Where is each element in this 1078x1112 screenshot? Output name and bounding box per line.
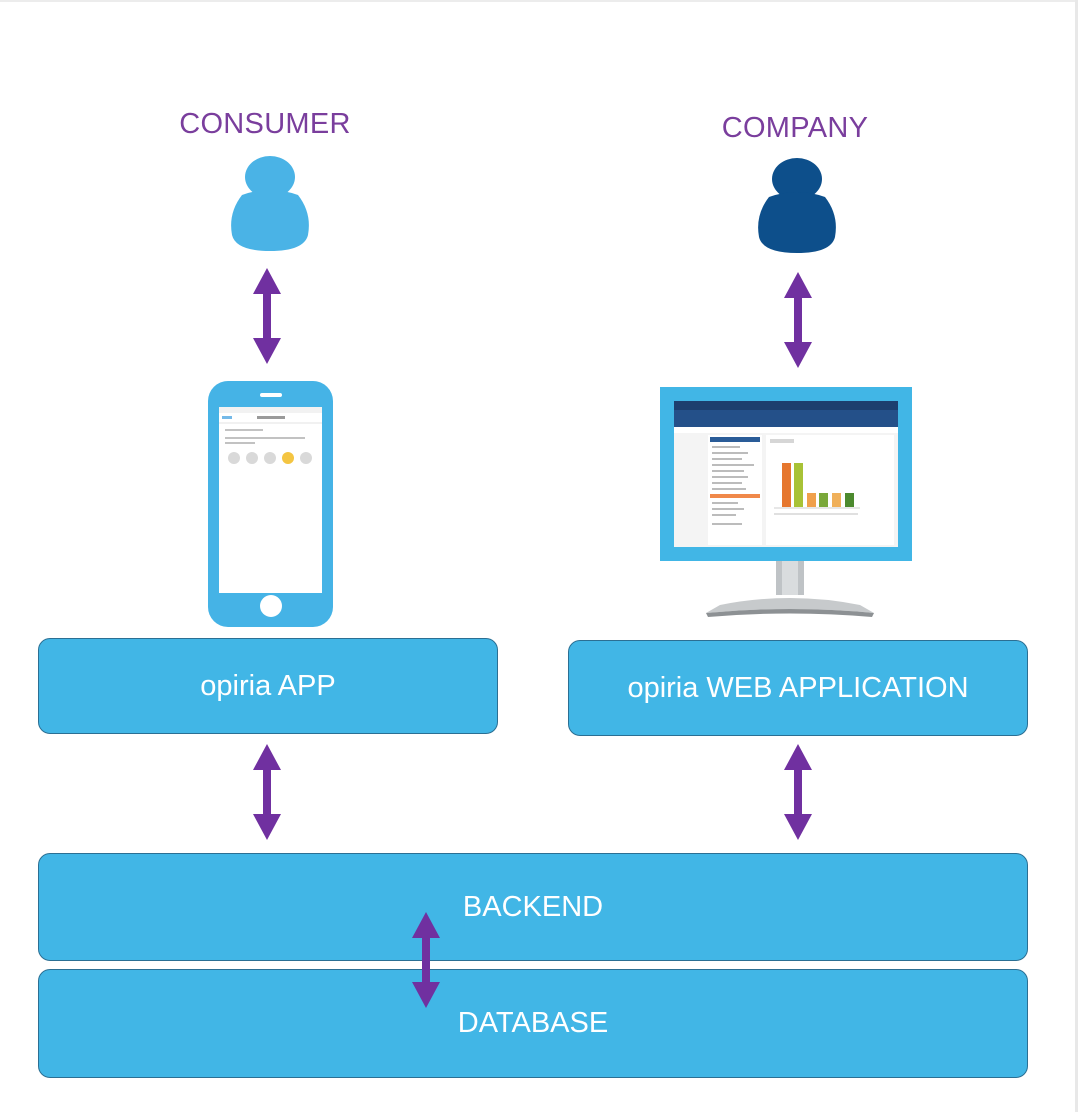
backend-label: BACKEND: [462, 890, 604, 923]
backend-box: BACKEND: [38, 853, 1028, 961]
opiria-web-application-box: opiria WEB APPLICATION: [568, 640, 1028, 736]
web-backend-arrow: [784, 744, 812, 840]
opiria-app-label: opiria APP: [200, 669, 336, 702]
backend-database-arrow: [412, 912, 440, 1008]
opiria-app-box: opiria APP: [38, 638, 498, 734]
app-backend-arrow: [253, 744, 281, 840]
monitor-stand: [706, 561, 874, 617]
phone-speaker: [260, 393, 282, 397]
right-border: [1075, 0, 1078, 1112]
smartphone-icon: [208, 381, 333, 627]
phone-screen: [219, 407, 322, 593]
company-web-arrow: [784, 272, 812, 368]
company-person-icon: [758, 158, 836, 253]
consumer-label: CONSUMER: [179, 108, 351, 140]
top-border: [0, 0, 1078, 2]
consumer-person-icon: [231, 156, 309, 251]
phone-home-button: [260, 595, 282, 617]
opiria-web-application-label: opiria WEB APPLICATION: [627, 671, 969, 704]
database-label: DATABASE: [457, 1007, 609, 1039]
company-label: COMPANY: [721, 112, 869, 144]
consumer-app-arrow: [253, 268, 281, 364]
desktop-monitor-icon: [660, 387, 912, 561]
monitor-screen: [674, 401, 898, 547]
database-box: DATABASE: [38, 969, 1028, 1078]
